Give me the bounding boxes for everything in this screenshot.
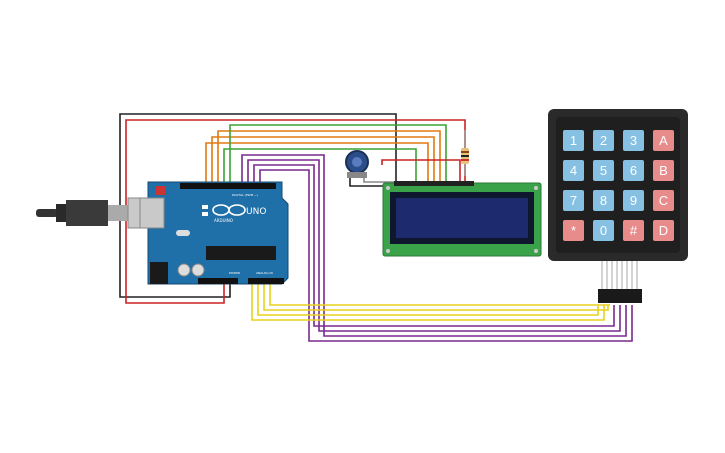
keypad-key-6[interactable]: 6 [623,160,644,181]
wire-orange-3[interactable] [217,130,441,185]
wire-green-1[interactable] [223,148,417,185]
arduino-uno-board[interactable]: UNO ARDUINO DIGITAL (PWM ~) POWER ANALOG… [139,181,289,285]
wires [119,113,633,342]
keypad-key-8[interactable]: 7 [563,190,584,211]
resistor[interactable] [461,130,469,176]
keypad-key-7[interactable]: B [653,160,674,181]
wire-purple-4[interactable] [259,169,633,342]
keypad-key-label: * [571,223,576,238]
keypad-key-label: 2 [600,133,607,148]
keypad-key-11[interactable]: C [653,190,674,211]
keypad-key-label: 0 [600,223,607,238]
keypad-key-5[interactable]: 5 [593,160,614,181]
wire-orange-1[interactable] [205,142,429,185]
lcd-header-pins [394,181,474,186]
arduino-uno-logo-text: UNO [246,207,266,217]
keypad-key-label: 1 [570,133,577,148]
wire-yellow-3[interactable] [263,283,609,311]
keypad-key-label: 7 [570,193,577,208]
wire-yellow-1[interactable] [251,283,605,321]
keypad-key-12[interactable]: * [563,220,584,241]
power-header [198,278,238,284]
keypad-key-13[interactable]: 0 [593,220,614,241]
keypad-connector [598,289,642,303]
keypad-key-14[interactable]: # [623,220,644,241]
analog-pins-label: ANALOG IN [256,271,273,275]
wire-purple-2[interactable] [247,159,621,332]
keypad-key-label: 9 [630,193,637,208]
analog-header [248,278,284,284]
keypad-key-label: D [659,223,668,238]
keypad-4x4[interactable]: 1 2 3 A 4 5 6 B 7 8 9 C * 0 # D [548,109,688,303]
reset-button[interactable] [156,186,165,195]
keypad-key-2[interactable]: 3 [623,130,644,151]
wire-purple-1[interactable] [241,154,627,337]
keypad-key-label: 5 [600,163,607,178]
power-jack [150,262,168,284]
arduino-logo-icon [212,204,246,216]
keypad-key-label: 3 [630,133,637,148]
keypad-key-label: A [659,133,668,148]
wire-red-pot[interactable] [381,159,461,183]
arduino-brand-text: ARDUINO [214,218,233,223]
keypad-key-label: 6 [630,163,637,178]
keypad-keys: 1 2 3 A 4 5 6 B 7 8 9 C * 0 # D [563,130,674,241]
keypad-key-15[interactable]: D [653,220,674,241]
wire-green-2[interactable] [229,124,447,185]
keypad-key-label: C [659,193,668,208]
keypad-key-label: 8 [600,193,607,208]
wire-yellow-4[interactable] [269,283,610,306]
lcd-16x2-display[interactable] [382,181,542,257]
keypad-key-3[interactable]: A [653,130,674,151]
keypad-key-9[interactable]: 8 [593,190,614,211]
keypad-key-label: # [630,223,638,238]
digital-header [180,183,276,189]
usb-port [139,197,165,229]
digital-pins-label: DIGITAL (PWM ~) [232,193,258,197]
atmega-chip [206,246,276,260]
keypad-key-10[interactable]: 9 [623,190,644,211]
keypad-key-1[interactable]: 2 [593,130,614,151]
keypad-ribbon [601,261,638,290]
potentiometer[interactable] [345,150,369,178]
wire-orange-2[interactable] [211,136,435,185]
keypad-key-label: 4 [570,163,577,178]
power-pins-label: POWER [229,271,240,275]
keypad-key-4[interactable]: 4 [563,160,584,181]
wire-purple-3[interactable] [253,164,615,327]
keypad-key-label: B [659,163,668,178]
keypad-key-0[interactable]: 1 [563,130,584,151]
